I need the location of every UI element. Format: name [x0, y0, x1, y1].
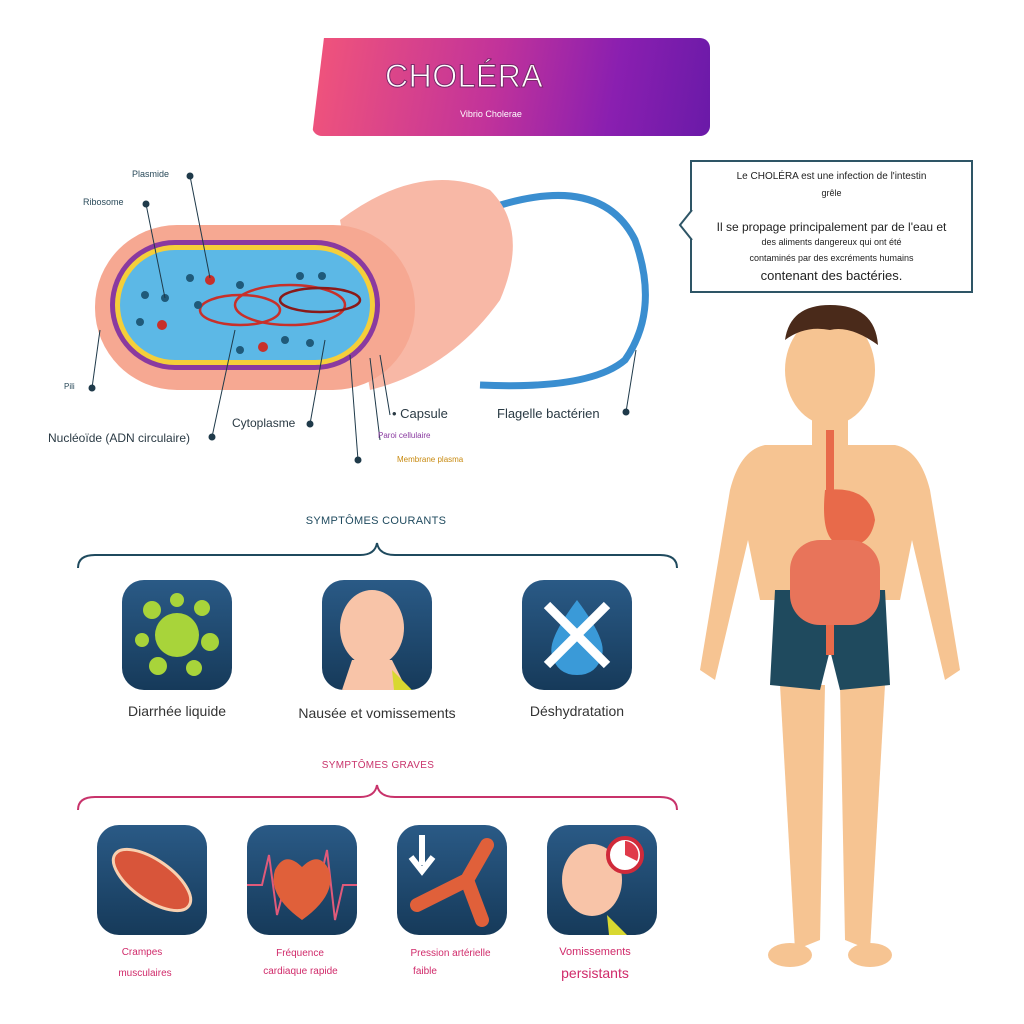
label-nucleoide: Nucléoïde (ADN circulaire)	[48, 431, 191, 445]
flagellum	[479, 191, 649, 390]
severe-symptoms-heading: SYMPTÔMES GRAVES	[321, 760, 435, 771]
severe-symptom-label: Vomissements	[559, 946, 631, 958]
leader-lines	[91, 175, 637, 461]
persistent-vomiting-icon	[547, 825, 657, 935]
label-membrane: Membrane plasma	[397, 455, 464, 464]
label-cytoplasme: Cytoplasme	[232, 416, 296, 430]
label-capsule: • Capsule	[392, 406, 448, 421]
cytoplasm	[120, 250, 370, 360]
common-brace	[77, 542, 678, 569]
label-ribosome: Ribosome	[83, 197, 124, 207]
common-symptom-label: Diarrhée liquide	[127, 703, 227, 719]
heart-rate-icon	[247, 825, 357, 935]
callout-line: contenant des bactéries.	[760, 268, 903, 283]
human-body-illustration	[700, 305, 960, 967]
severe-symptom-label: Pression artérielle	[410, 948, 491, 959]
leader-dots	[88, 172, 630, 464]
callout-line: grêle	[821, 188, 842, 198]
diarrhea-icon	[122, 580, 232, 690]
severe-symptom-label: Fréquence	[276, 948, 324, 959]
page-subtitle: Vibrio Cholerae	[460, 109, 522, 119]
hair	[785, 305, 878, 345]
label-pili: Pili	[64, 382, 75, 391]
severe-symptom-label: persistants	[561, 965, 629, 981]
page-title: CHOLÉRA	[384, 58, 544, 95]
severe-brace	[77, 784, 678, 811]
callout-line: Le CHOLÉRA est une infection de l'intest…	[736, 171, 927, 182]
ribosomes	[136, 272, 326, 354]
label-flagelle: Flagelle bactérien	[497, 406, 600, 421]
callout-line: Il se propage principalement par de l'ea…	[716, 220, 947, 234]
severe-symptom-label: musculaires	[118, 968, 172, 979]
info-callout: Le CHOLÉRA est une infection de l'intest…	[690, 160, 973, 293]
callout-line: des aliments dangereux qui ont été	[761, 237, 902, 247]
common-symptom-label: Nausée et vomissements	[298, 705, 456, 721]
common-symptom-label: Déshydratation	[529, 703, 625, 719]
muscle-cramp-icon	[97, 825, 207, 935]
severe-symptom-label: cardiaque rapide	[263, 966, 338, 977]
bacterium-diagram	[88, 172, 649, 464]
title-banner	[312, 38, 710, 136]
label-plasmide: Plasmide	[132, 169, 170, 179]
callout-line: contaminés par des excréments humains	[749, 253, 914, 263]
plasmids	[157, 275, 268, 352]
severe-symptom-label: faible	[413, 966, 437, 977]
dehydration-icon	[522, 580, 632, 690]
nausea-icon	[322, 580, 432, 690]
low-blood-pressure-icon	[397, 825, 507, 935]
severe-symptom-label: Crampes	[121, 947, 163, 958]
nucleoid-dna	[198, 283, 362, 327]
common-symptoms-heading: SYMPTÔMES COURANTS	[305, 515, 447, 527]
digestive-system	[790, 430, 880, 655]
callout-pointer	[678, 210, 693, 240]
label-paroi: Paroi cellulaire	[378, 431, 431, 440]
